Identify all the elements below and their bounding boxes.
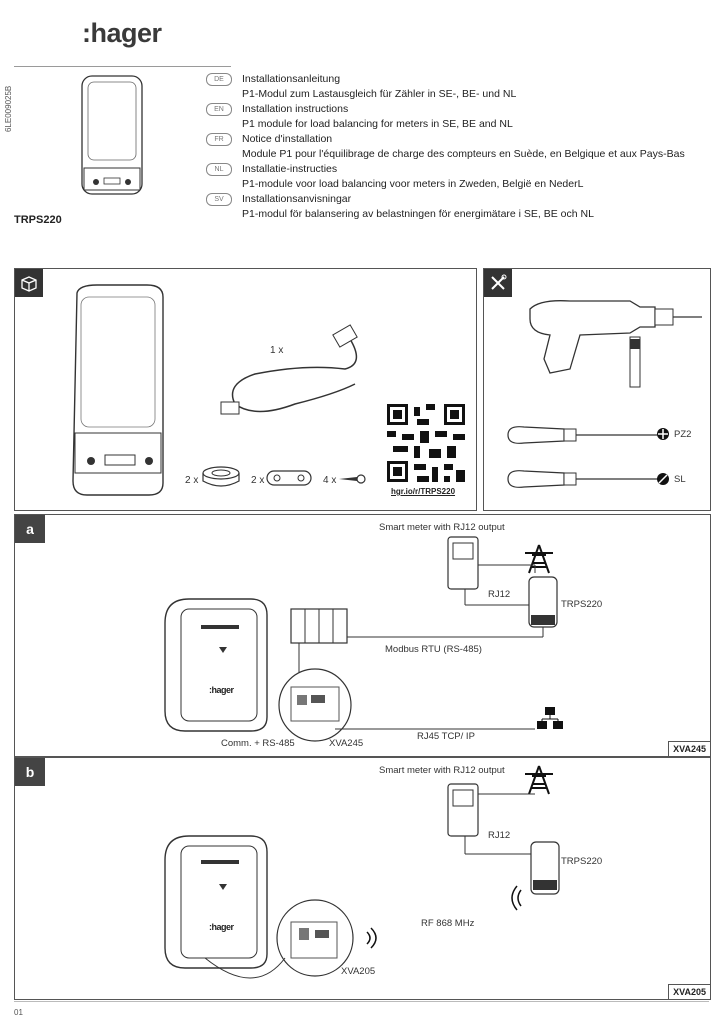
hager-logo: :hager [82,18,162,48]
grommet-quantity: 2 x [185,475,199,486]
lang-badge: DE [206,73,232,86]
lang-badge: SV [206,193,232,206]
lang-title: Installation instructions [242,103,349,115]
lang-title: Notice d'installation [242,133,333,145]
lang-row-en: EN Installation instructions P1 module fo… [206,102,706,131]
product-name: TRPS220 [14,214,62,226]
rj12-label: RJ12 [488,830,511,841]
qr-code [387,404,465,482]
section-a-panel: a Smart [14,514,711,757]
trps-label: TRPS220 [561,856,603,867]
product-illustration [81,75,143,195]
lang-badge: EN [206,103,232,116]
pz-tip-icon [657,428,669,440]
rj12-label: RJ12 [488,589,511,600]
sl-screwdriver-icon [507,470,666,488]
clip-quantity: 2 x [251,475,265,486]
pz-screwdriver-icon [507,426,666,444]
lang-subtitle: Module P1 pour l'équilibrage de charge d… [242,147,685,160]
box-icon [15,269,43,297]
section-a-wiring [164,536,563,742]
tools-icon [484,269,512,297]
page-number: 01 [14,1008,23,1017]
lang-title: Installatie-instructies [242,163,338,175]
lang-subtitle: P1-module voor load balancing voor meter… [242,177,584,190]
xva-label: XVA205 [341,966,376,977]
document-reference: 6LE009025B [4,85,13,132]
pz-label: PZ2 [674,429,692,440]
lang-subtitle: P1-Modul zum Lastausgleich für Zähler in… [242,87,517,100]
sl-label: SL [674,474,686,485]
section-b-model: XVA205 [668,984,710,999]
header-divider [14,66,231,67]
clip-icon [266,470,312,486]
xva-label: XVA245 [329,738,364,749]
section-a-tag: a [15,515,45,543]
sl-tip-icon [657,473,669,485]
section-b-tag: b [15,758,45,786]
charger-logo: :hager [209,685,234,695]
modbus-label: Modbus RTU (RS-485) [385,644,482,655]
grommet-icon [202,466,240,487]
lang-subtitle: P1 module for load balancing for meters … [242,117,513,130]
rf-label: RF 868 MHz [421,918,475,929]
drill-icon [529,300,702,388]
rj45-label: RJ45 TCP/ IP [417,731,475,742]
tools-panel: PZ2 SL [483,268,711,511]
qr-link[interactable]: hgr.io/r/TRPS220 [391,487,456,496]
section-b-panel: b Smart meter with RJ12 output RJ12 TRPS… [14,757,711,1000]
lang-title: Installationsanleitung [242,73,341,85]
lang-badge: NL [206,163,232,176]
comm-label: Comm. + RS-485 [221,738,295,749]
section-b-wiring [164,765,560,979]
charger-logo: :hager [209,922,234,932]
lang-subtitle: P1-modul för balansering av belastningen… [242,207,594,220]
screw-icon [339,474,366,484]
footer-divider [14,1001,709,1002]
smart-meter-label: Smart meter with RJ12 output [379,522,505,533]
smart-meter-label: Smart meter with RJ12 output [379,765,505,776]
lang-badge: FR [206,133,232,146]
screw-quantity: 4 x [323,475,337,486]
box-contents-panel: 1 x 2 x 2 x 4 x hgr.io/r/TRPS220 [14,268,477,511]
rj12-cable-icon [220,324,358,415]
lang-title: Installationsanvisningar [242,193,352,205]
cable-quantity: 1 x [270,345,284,356]
section-a-model: XVA245 [668,741,710,756]
trps-label: TRPS220 [561,599,603,610]
device-illustration [72,284,164,496]
